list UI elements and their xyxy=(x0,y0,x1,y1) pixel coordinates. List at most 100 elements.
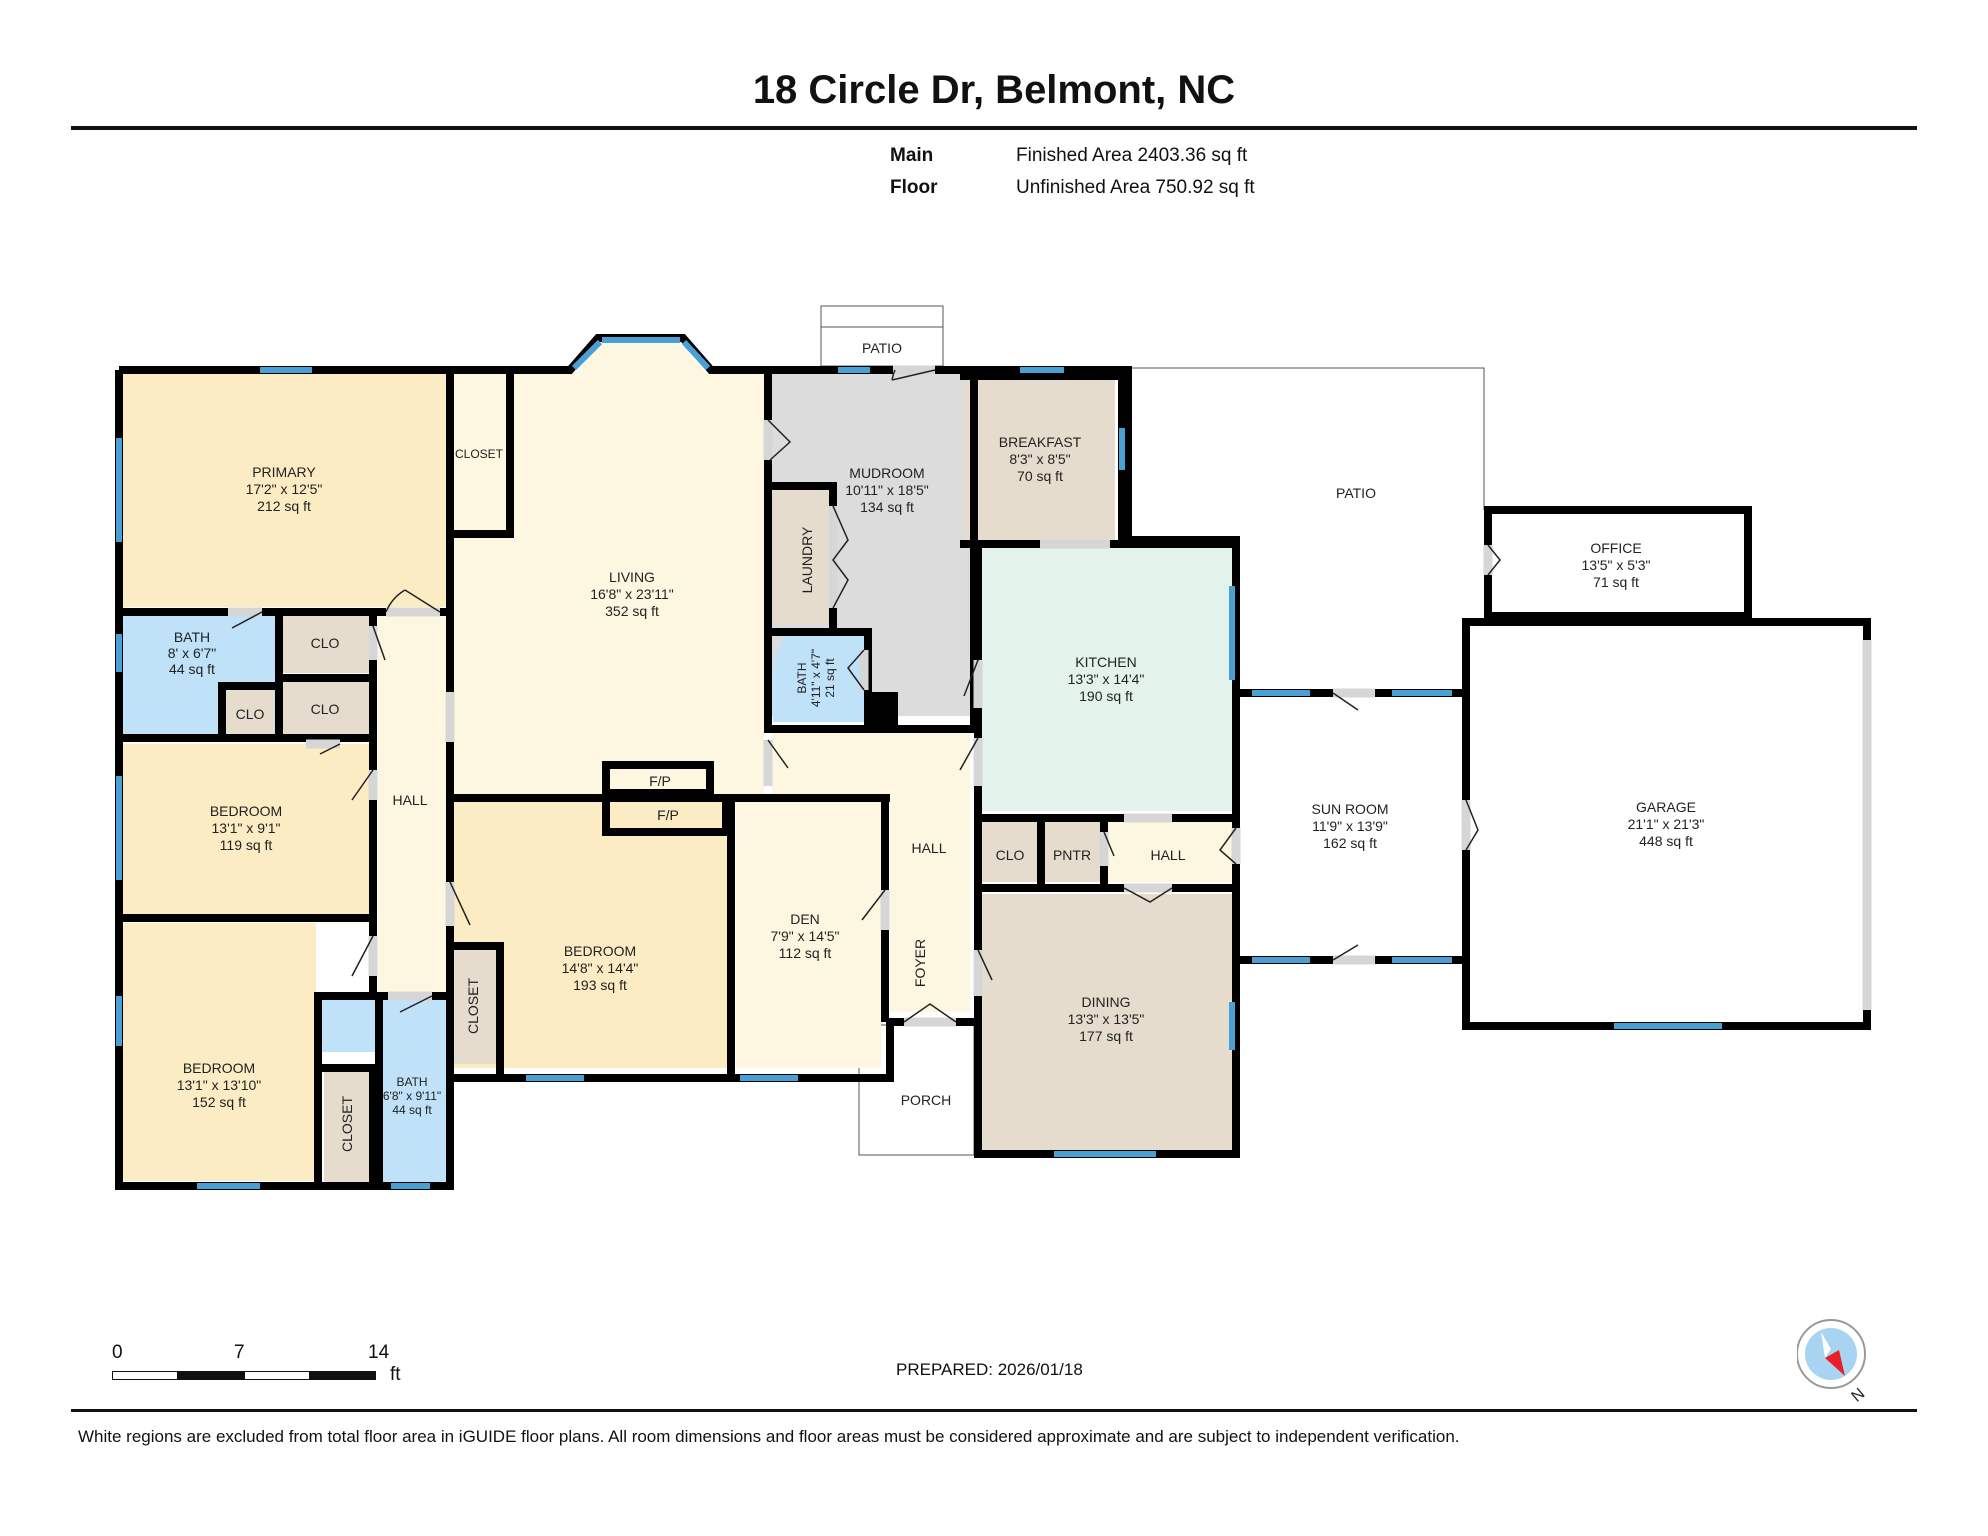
fp2-name: F/P xyxy=(657,807,679,823)
bedroom2-fill xyxy=(122,744,369,914)
patio-large-outline xyxy=(1130,367,1485,510)
patio-large-name: PATIO xyxy=(1336,485,1376,501)
bath1-name: BATH xyxy=(174,629,210,645)
bedroom4-area: 193 sq ft xyxy=(573,977,627,993)
bedroom4-dims: 14'8" x 14'4" xyxy=(562,960,639,976)
bedroom3-area: 152 sq ft xyxy=(192,1094,246,1110)
compass-icon: N xyxy=(1797,1319,1869,1406)
kitchen-name: KITCHEN xyxy=(1075,654,1136,670)
breakfast-area: 70 sq ft xyxy=(1017,468,1063,484)
scale-segment xyxy=(244,1371,310,1380)
room-fills xyxy=(122,305,1485,1182)
scale-tick-14: 14 xyxy=(368,1342,390,1363)
garage-name: GARAGE xyxy=(1636,799,1696,815)
clo1-name: CLO xyxy=(311,635,340,651)
mudroom-dims: 10'11" x 18'5" xyxy=(845,482,929,498)
mudroom-name: MUDROOM xyxy=(849,465,924,481)
den-area: 112 sq ft xyxy=(779,945,832,961)
hall-west-name: HALL xyxy=(392,792,427,808)
primary-closet-name: CLOSET xyxy=(455,447,504,461)
bedroom2-dims: 13'1" x 9'1" xyxy=(212,820,281,836)
living-fill xyxy=(453,342,764,794)
breakfast-name: BREAKFAST xyxy=(999,434,1082,450)
bedroom3-closet-name: CLOSET xyxy=(339,1096,355,1152)
prepared-date: PREPARED: 2026/01/18 xyxy=(896,1360,1083,1379)
dining-name: DINING xyxy=(1082,994,1131,1010)
mudroom-area: 134 sq ft xyxy=(860,499,914,515)
clo2-name: CLO xyxy=(311,701,340,717)
clo4-fill xyxy=(982,822,1037,882)
bath2-area: 44 sq ft xyxy=(392,1103,432,1117)
page-title: 18 Circle Dr, Belmont, NC xyxy=(752,68,1236,112)
laundry-name: LAUNDRY xyxy=(799,526,815,593)
bedroom3-dims: 13'1" x 13'10" xyxy=(177,1077,262,1093)
bath3-area: 21 sq ft xyxy=(823,658,837,698)
bath3-fill xyxy=(773,632,864,722)
sunroom-area: 162 sq ft xyxy=(1323,835,1377,851)
primary-name: PRIMARY xyxy=(252,464,316,480)
dining-dims: 13'3" x 13'5" xyxy=(1068,1011,1145,1027)
bedroom2-area: 119 sq ft xyxy=(220,837,273,853)
room-labels: PRIMARY 17'2" x 12'5" 212 sq ft CLOSET B… xyxy=(168,340,1705,1152)
header-divider xyxy=(71,126,1917,130)
scale-segment xyxy=(178,1371,244,1380)
floor-label: Main Floor xyxy=(890,145,938,198)
bath2-dims: 6'8" x 9'11" xyxy=(383,1089,441,1103)
bedroom2-name: BEDROOM xyxy=(210,803,282,819)
hall-east-name: HALL xyxy=(1150,847,1185,863)
primary-fill xyxy=(122,374,447,607)
disclaimer-text: White regions are excluded from total fl… xyxy=(78,1427,1460,1446)
compass-north-label: N xyxy=(1849,1385,1869,1405)
bath3-dims: 4'11" x 4'7" xyxy=(809,649,823,707)
bedroom3-fill xyxy=(122,923,316,1181)
den-dims: 7'9" x 14'5" xyxy=(771,928,840,944)
dining-fill xyxy=(982,894,1232,1150)
office-area: 71 sq ft xyxy=(1593,574,1639,590)
fp1-name: F/P xyxy=(649,773,671,789)
clo3-fill xyxy=(226,690,274,734)
bedroom3-name: BEDROOM xyxy=(183,1060,255,1076)
breakfast-dims: 8'3" x 8'5" xyxy=(1009,451,1070,467)
laundry-fill xyxy=(773,490,829,624)
sunroom-name: SUN ROOM xyxy=(1312,801,1389,817)
breakfast-fill xyxy=(964,380,1115,540)
clo1-fill xyxy=(283,616,369,673)
scale-unit: ft xyxy=(390,1364,401,1385)
office-name: OFFICE xyxy=(1590,540,1641,556)
bath2-name: BATH xyxy=(396,1075,427,1089)
pantry-fill xyxy=(1045,822,1100,882)
bedroom3-closet-fill xyxy=(324,1072,369,1182)
bedroom4-closet-fill xyxy=(454,950,496,1064)
pantry-name: PNTR xyxy=(1053,847,1091,863)
windows xyxy=(116,337,1722,1189)
doors xyxy=(228,365,1872,1027)
hall-center-name: HALL xyxy=(911,840,946,856)
finished-area: Finished Area 2403.36 sq ft xyxy=(1016,145,1248,166)
clo3-name: CLO xyxy=(236,706,265,722)
living-dims: 16'8" x 23'11" xyxy=(590,586,674,602)
porch-name: PORCH xyxy=(901,1092,952,1108)
living-name: LIVING xyxy=(609,569,655,585)
kitchen-area: 190 sq ft xyxy=(1079,688,1133,704)
footer-divider xyxy=(71,1409,1917,1412)
living-area: 352 sq ft xyxy=(605,603,659,619)
sunroom-dims: 11'9" x 13'9" xyxy=(1312,818,1388,834)
bath2-fill xyxy=(322,1000,447,1182)
bath1-dims: 8' x 6'7" xyxy=(168,645,216,661)
office-dims: 13'5" x 5'3" xyxy=(1582,557,1651,573)
bath1-area: 44 sq ft xyxy=(169,661,215,677)
patio-small-area xyxy=(820,305,944,367)
kitchen-fill xyxy=(982,547,1232,811)
scale-segment xyxy=(310,1371,376,1380)
scale-tick-7: 7 xyxy=(234,1342,245,1363)
unfinished-area: Unfinished Area 750.92 sq ft xyxy=(1016,177,1255,198)
dining-area: 177 sq ft xyxy=(1079,1028,1133,1044)
clo4-name: CLO xyxy=(996,847,1025,863)
garage-area: 448 sq ft xyxy=(1639,833,1693,849)
scale-tick-0: 0 xyxy=(112,1342,123,1363)
den-fill xyxy=(736,802,881,1068)
hall-center-fill xyxy=(772,733,970,1012)
bath3-name: BATH xyxy=(795,662,809,693)
primary-dims: 17'2" x 12'5" xyxy=(246,481,323,497)
